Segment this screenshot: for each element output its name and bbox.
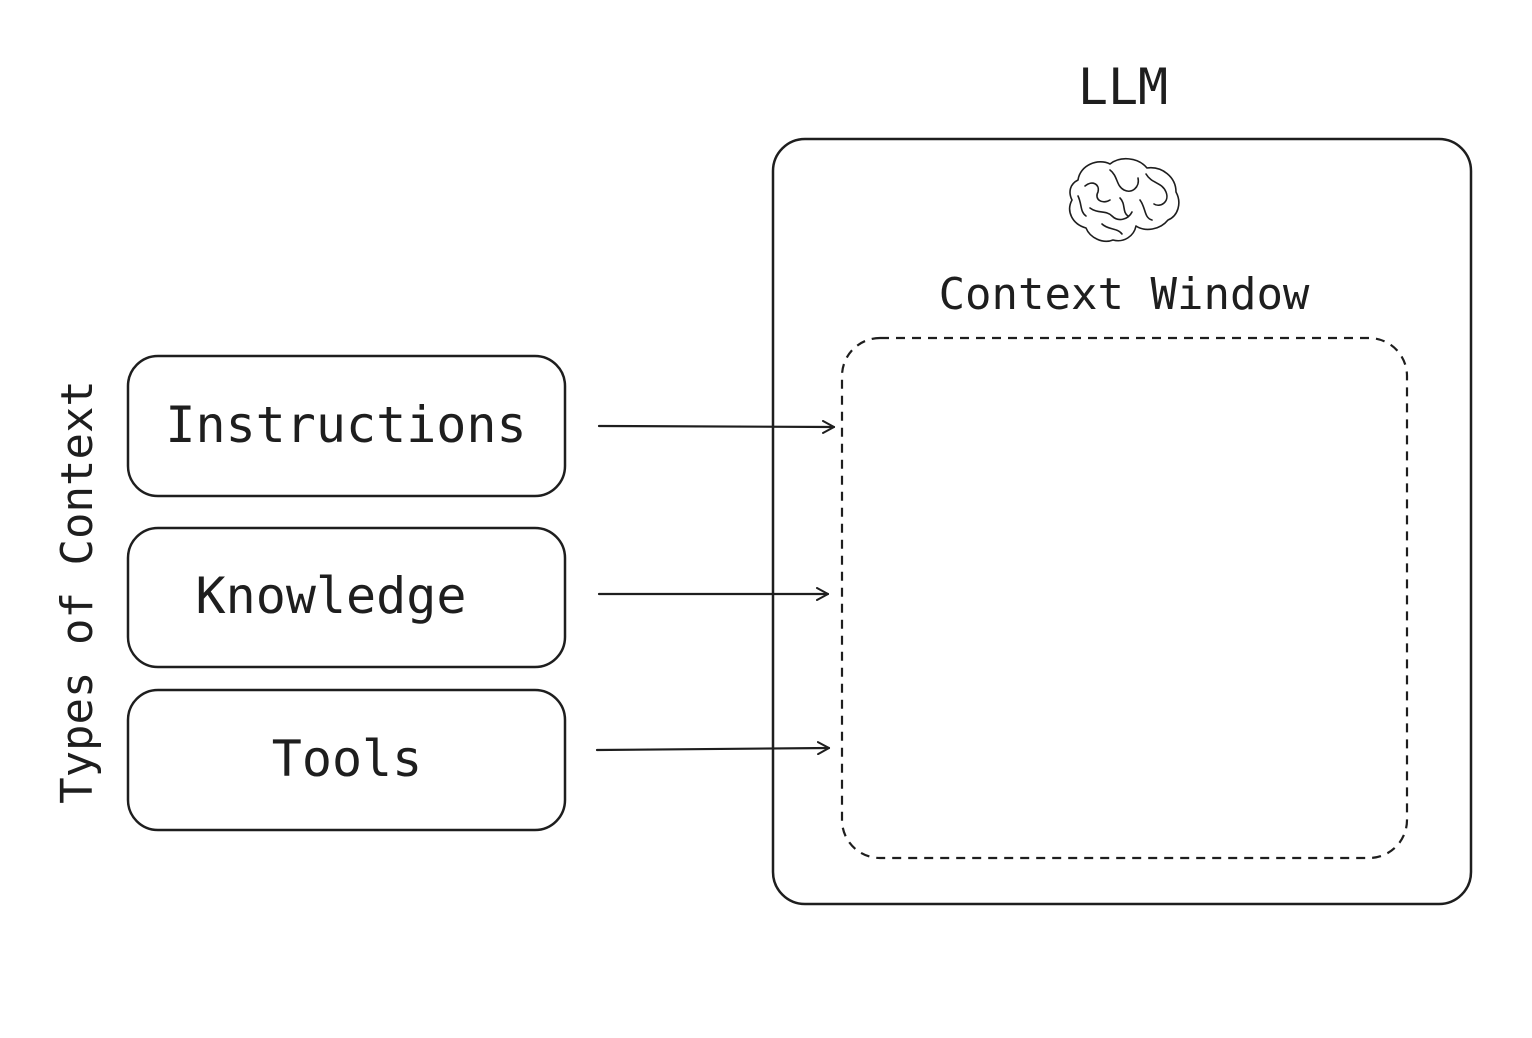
tools-arrow (595, 741, 831, 756)
llm-title: LLM (1078, 58, 1168, 116)
knowledge-box: Knowledge (126, 526, 567, 669)
instructions-label: Instructions (165, 396, 526, 454)
tools-label: Tools (272, 730, 423, 788)
llm-box (771, 137, 1473, 906)
context-window-box (840, 336, 1409, 860)
brain-icon (1068, 158, 1180, 243)
context-window-label: Context Window (939, 269, 1310, 320)
instructions-box: Instructions (126, 354, 567, 498)
knowledge-label: Knowledge (196, 567, 467, 625)
instructions-arrow (597, 419, 836, 434)
types-of-context-label: Types of Context (52, 380, 103, 804)
tools-box: Tools (126, 688, 567, 832)
